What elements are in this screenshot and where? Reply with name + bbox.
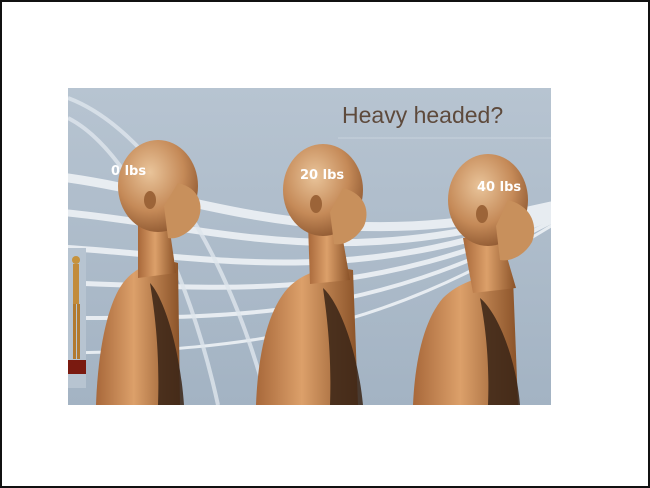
weight-label-40lbs: 40 lbs: [477, 180, 521, 195]
posture-illustration: Heavy headed? 0 lbs 20 lbs 40 lbs: [68, 88, 551, 405]
weight-label-20lbs: 20 lbs: [300, 168, 344, 183]
weight-label-0lbs: 0 lbs: [111, 164, 146, 179]
small-skeleton-figure: [68, 248, 86, 388]
slide-title: Heavy headed?: [342, 102, 503, 129]
posture-artwork: [68, 88, 551, 405]
